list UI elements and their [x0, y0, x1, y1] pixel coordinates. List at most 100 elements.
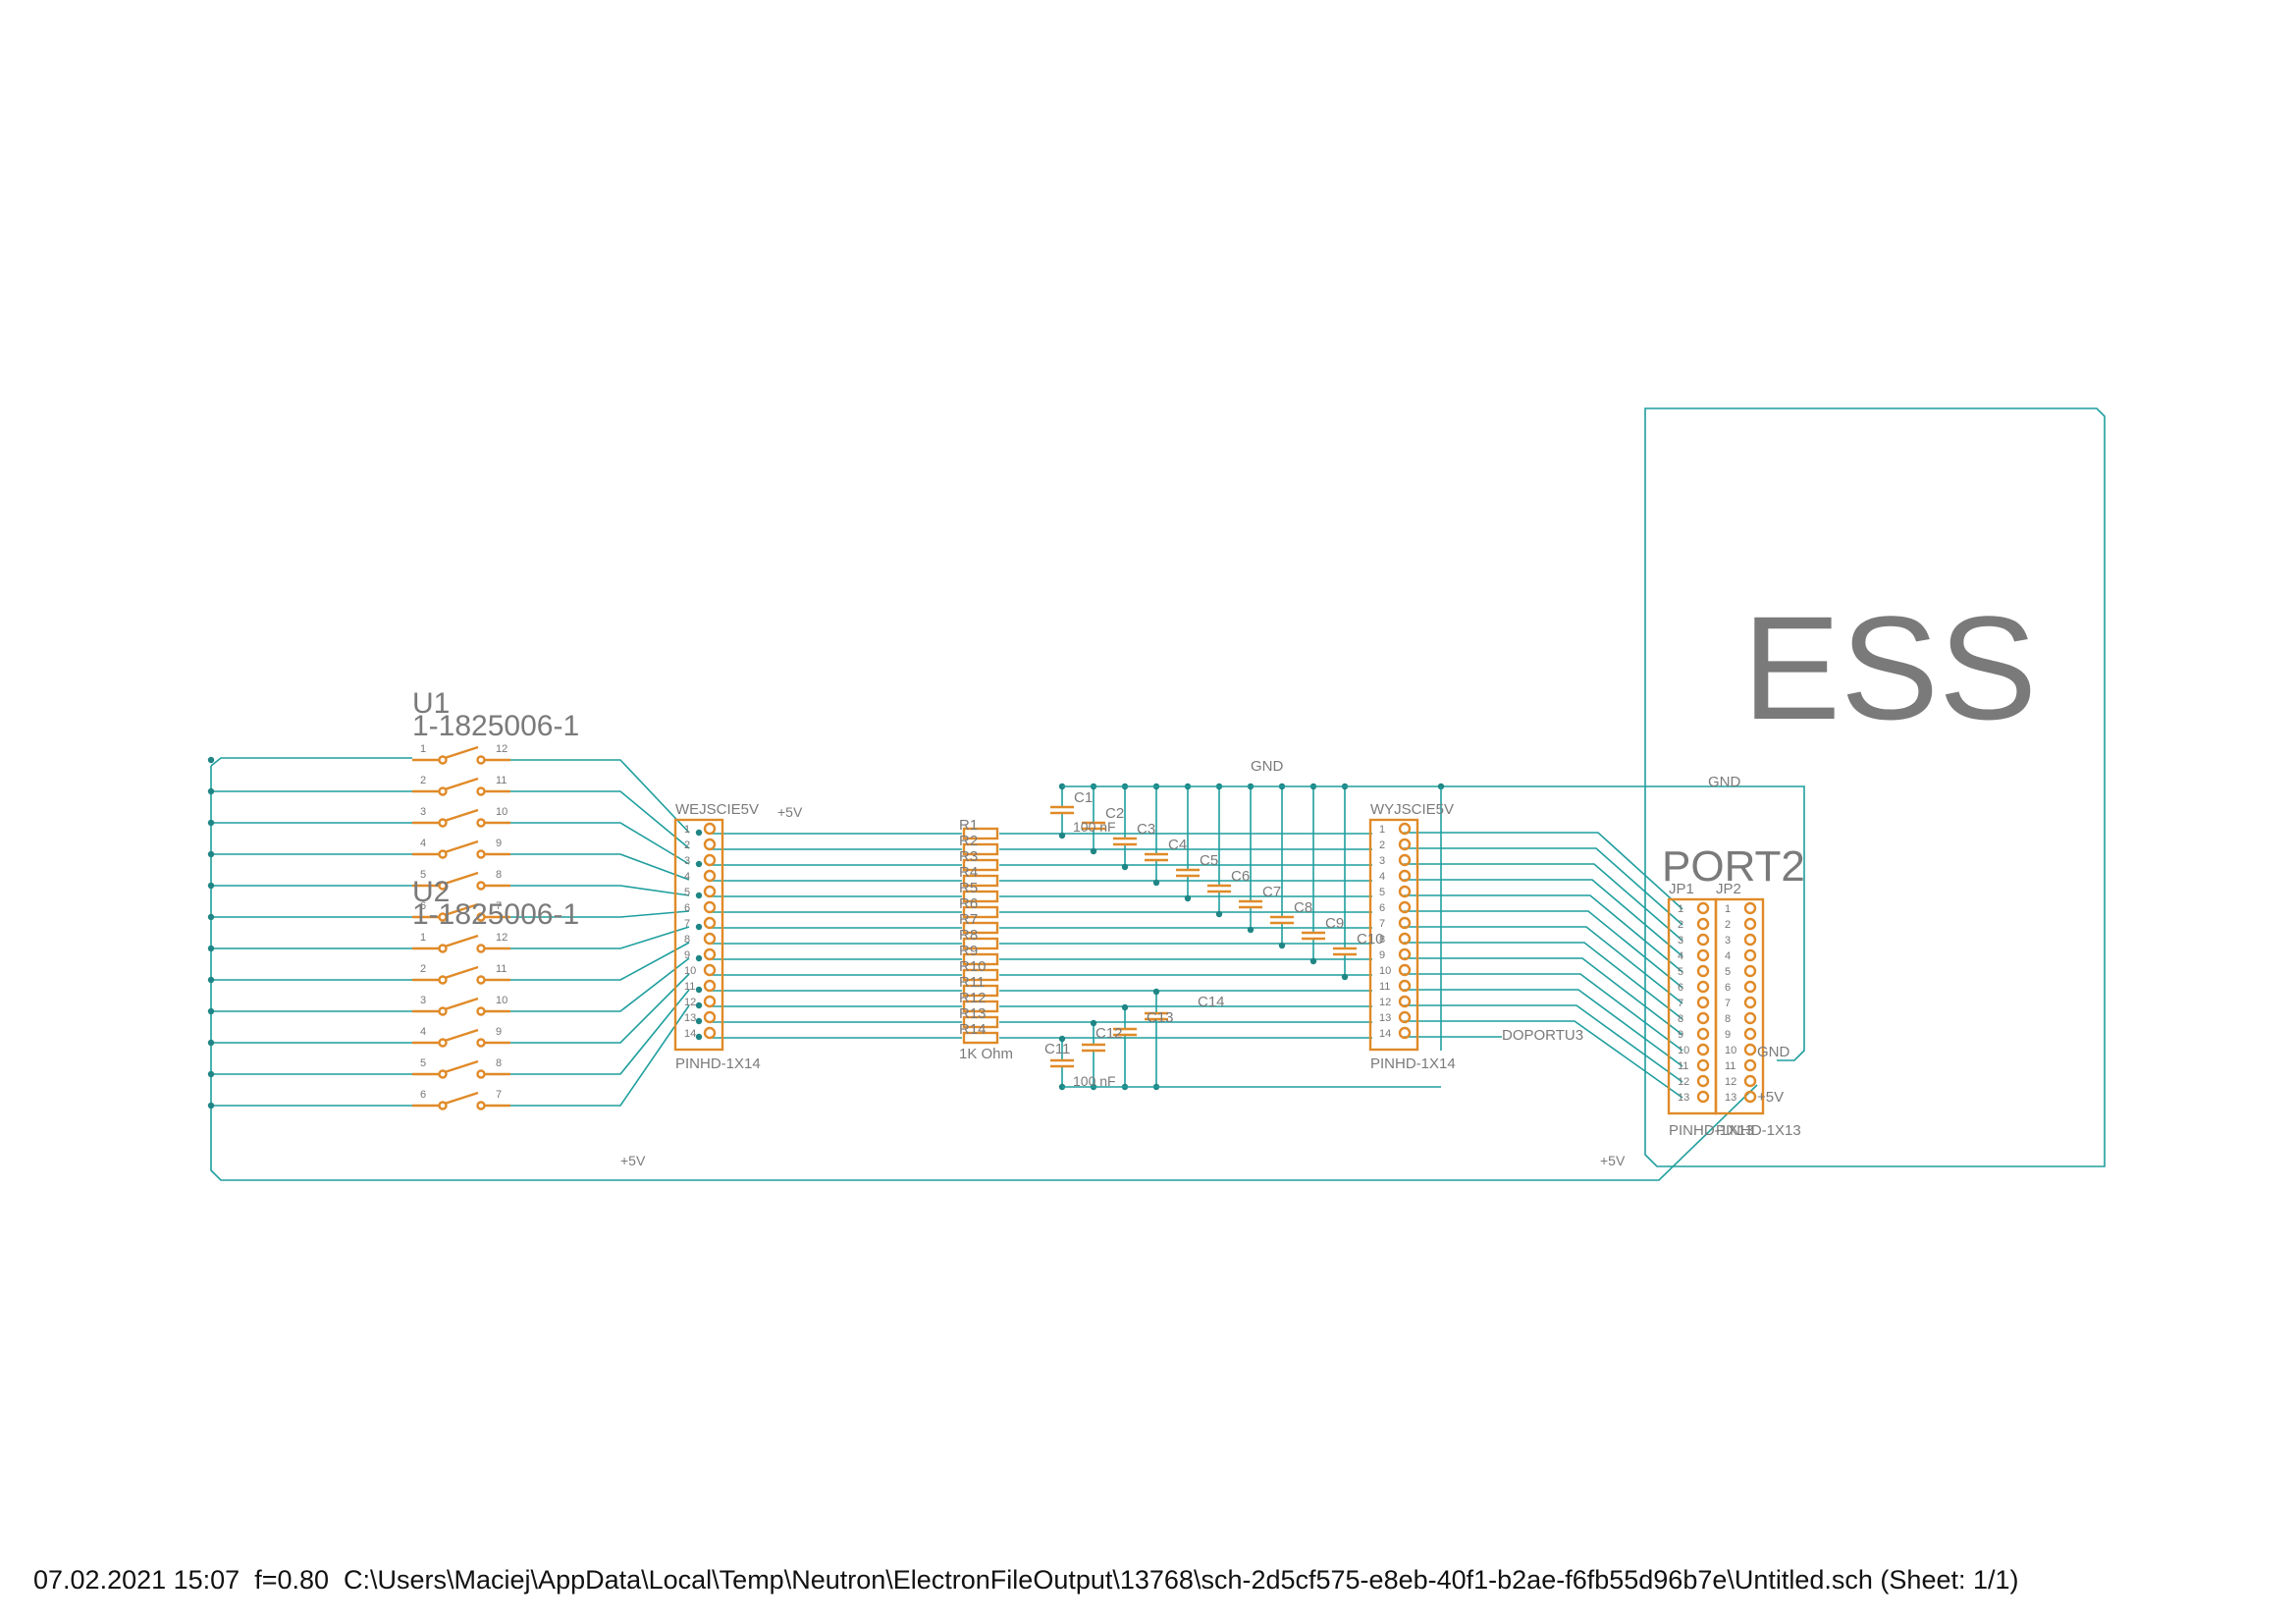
- output-header-pin-pad: [1398, 963, 1412, 977]
- switch-blade: [444, 808, 479, 823]
- switch-blade: [444, 1028, 479, 1043]
- junction-dot: [695, 986, 703, 994]
- output-header-pin-number: 13: [1379, 1012, 1391, 1024]
- switch-terminal: [476, 944, 486, 953]
- switch-terminal: [438, 944, 448, 953]
- output-to-jp1-wire: [1404, 832, 1683, 910]
- output-header-pin-number: 10: [1379, 965, 1391, 977]
- output-header-pin-number: 8: [1379, 934, 1385, 946]
- switch-pin-right: 9: [496, 838, 502, 849]
- junction-dot: [1058, 832, 1066, 839]
- switch-pin-right: 12: [496, 743, 507, 755]
- switch-terminal: [438, 912, 448, 922]
- switch-terminal: [438, 1101, 448, 1110]
- switch-terminal: [476, 755, 486, 765]
- jp1-header-pin-pad: [1696, 933, 1710, 947]
- net-label-5v-jp2: +5V: [1757, 1089, 1784, 1106]
- output-to-jp1-wire: [1404, 894, 1683, 973]
- switch-blade: [444, 902, 479, 917]
- net-label-gnd-top: GND: [1251, 758, 1284, 775]
- output-to-jp1-wire: [1404, 926, 1683, 1004]
- junction-dot: [695, 923, 703, 931]
- capacitor-top-ref: C1: [1074, 789, 1093, 806]
- jp2-header-pin-number: 9: [1725, 1029, 1731, 1041]
- switch-to-header-wire: [510, 926, 690, 949]
- capacitor-top-ref: C4: [1168, 837, 1187, 853]
- capacitor-bottom-ref: C12: [1095, 1025, 1123, 1042]
- jp2-header-pin-number: 7: [1725, 998, 1731, 1009]
- input-header-pin-pad: [703, 900, 717, 914]
- junction-dot: [207, 1007, 215, 1015]
- capacitor-top-ref: C8: [1294, 899, 1312, 916]
- wire-layer: [207, 756, 1805, 1181]
- jp2-header-pin-pad: [1743, 980, 1757, 994]
- input-header-pin-number: 6: [684, 902, 690, 914]
- junction-dot: [207, 1102, 215, 1109]
- input-header-pin-pad: [703, 916, 717, 930]
- input-header-pin-pad: [703, 1010, 717, 1024]
- resistor-body: [962, 1015, 999, 1029]
- jp2-header-pin-pad: [1743, 933, 1757, 947]
- switch-pin-right: 9: [496, 1026, 502, 1038]
- jp1-header-pin-pad: [1696, 980, 1710, 994]
- port2-label: PORT2: [1662, 842, 1805, 891]
- capacitor-top-ref: C9: [1325, 915, 1344, 932]
- switch-terminal: [476, 881, 486, 891]
- label-layer: U11-1825006-1U21-1825006-1WEJSCIE5VPINHD…: [412, 687, 1801, 1168]
- output-to-jp1-wire: [1404, 942, 1683, 1020]
- jp2-header-pin-number: 5: [1725, 966, 1731, 978]
- resistor-ref: R12: [959, 990, 987, 1006]
- switch-pin-right: 11: [496, 775, 507, 786]
- switch-pin-right: 8: [496, 869, 502, 881]
- resistor-body: [962, 921, 999, 935]
- plus5v-bus-wire: [210, 766, 1758, 1181]
- junction-dot: [695, 1017, 703, 1025]
- output-header-pin-pad: [1398, 995, 1412, 1008]
- net-label-5v-bus-right: +5V: [1600, 1153, 1626, 1168]
- switch-value-u2: 1-1825006-1: [412, 898, 579, 931]
- capacitor-top-value: 100 nF: [1073, 819, 1116, 835]
- switch-ref-u2: U2: [412, 876, 450, 908]
- jp2-header-pin-number: 4: [1725, 950, 1731, 962]
- output-header-pin-number: 7: [1379, 918, 1385, 930]
- output-header-pin-pad: [1398, 900, 1412, 914]
- resistor-ref: R11: [959, 974, 985, 991]
- jp2-header-pin-pad: [1743, 1058, 1757, 1072]
- switch-terminal: [438, 786, 448, 796]
- jp1-header-pin-number: 12: [1678, 1076, 1689, 1088]
- input-header-pin-pad: [703, 963, 717, 977]
- switch-to-header-wire: [510, 957, 690, 1012]
- junction-dot: [695, 1033, 703, 1041]
- resistor-body: [962, 874, 999, 888]
- output-header-pin-pad: [1398, 932, 1412, 946]
- output-header-pin-pad: [1398, 947, 1412, 961]
- switch-pin-left: 4: [420, 838, 426, 849]
- switch-to-header-wire: [510, 1004, 690, 1107]
- input-header-pin-number: 7: [684, 918, 690, 930]
- output-header-pin-pad: [1398, 869, 1412, 883]
- input-header-pin-pad: [703, 995, 717, 1008]
- junction-dot: [207, 787, 215, 795]
- switch-pin-left: 3: [420, 806, 426, 818]
- capacitor-bottom-ref: C13: [1147, 1009, 1174, 1026]
- input-header-pin-pad: [703, 1026, 717, 1040]
- output-header-pin-pad: [1398, 1010, 1412, 1024]
- output-to-jp1-wire: [1404, 910, 1683, 989]
- junction-dot: [695, 954, 703, 962]
- jp2-header-pin-pad: [1743, 1074, 1757, 1088]
- switch-terminal: [438, 975, 448, 985]
- jp1-value: PINHD-1X13: [1669, 1122, 1754, 1139]
- output-header-pin-pad: [1398, 916, 1412, 930]
- capacitor-top: [1176, 868, 1200, 878]
- switch-pin-left: 6: [420, 900, 426, 912]
- resistor-ref: R8: [959, 927, 978, 944]
- jp1-header-pin-number: 4: [1678, 950, 1683, 962]
- capacitor-top: [1270, 915, 1294, 925]
- resistor-ref: R2: [959, 833, 978, 849]
- resistor-ref: R1: [959, 817, 978, 834]
- junction-dot: [695, 829, 703, 837]
- capacitor-top: [1113, 837, 1137, 846]
